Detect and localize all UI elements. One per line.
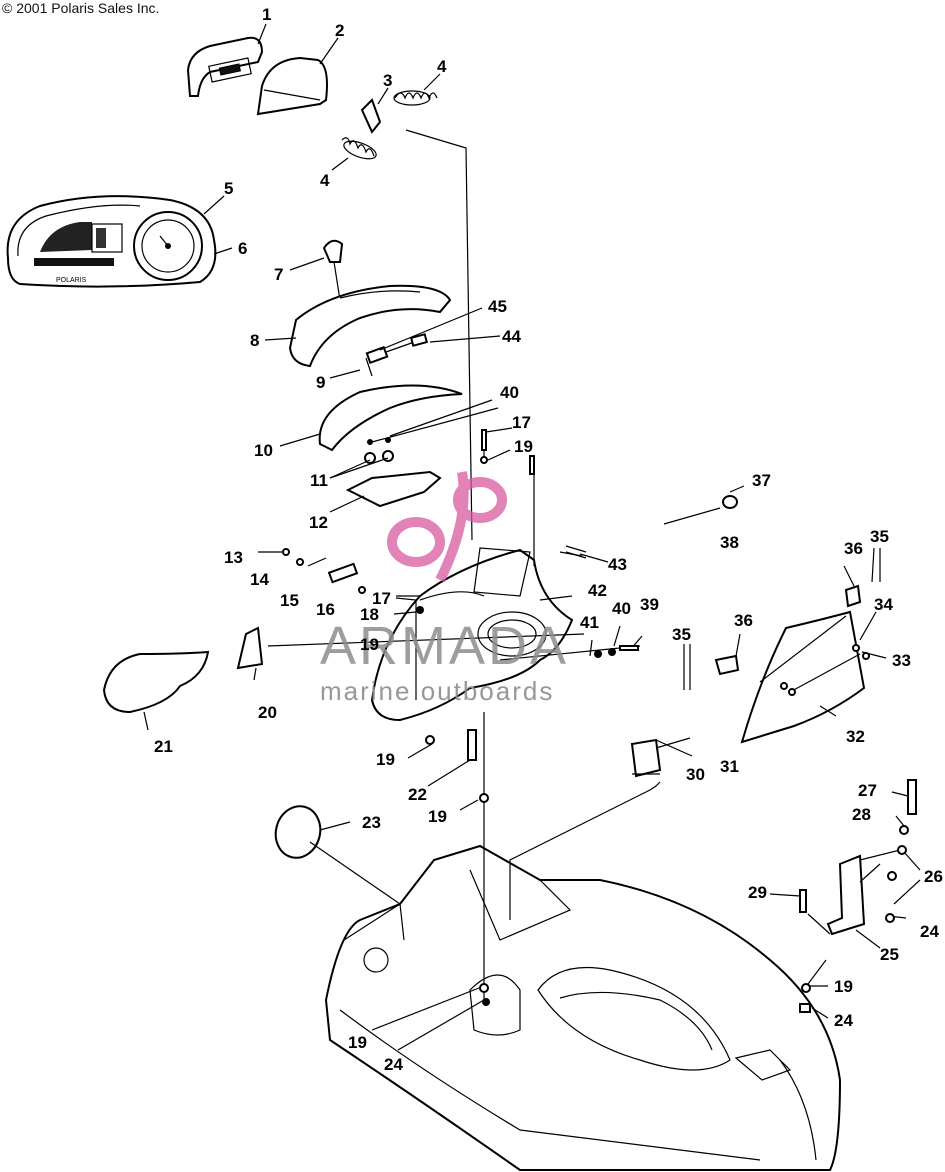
callout-19a: 19 — [514, 437, 533, 456]
callout-41: 41 — [580, 613, 599, 632]
callout-12: 12 — [309, 513, 328, 532]
callout-19e: 19 — [348, 1033, 367, 1052]
callout-4a: 4 — [437, 57, 447, 76]
callout-23: 23 — [362, 813, 381, 832]
part-16-washer — [358, 586, 366, 594]
callout-5: 5 — [224, 179, 233, 198]
watermark-brand: ARMADA — [320, 616, 569, 676]
callout-3: 3 — [383, 71, 392, 90]
part-29-bolt — [799, 889, 807, 913]
callout-21: 21 — [154, 737, 173, 756]
callout-17b: 17 — [372, 589, 391, 608]
callout-35a: 35 — [870, 527, 889, 546]
part-44-cable — [385, 333, 429, 353]
leader-lines — [143, 23, 921, 1051]
callout-1: 1 — [262, 5, 271, 24]
callout-19f: 19 — [834, 977, 853, 996]
callout-10: 10 — [254, 441, 273, 460]
callout-24b: 24 — [920, 922, 939, 941]
callout-2: 2 — [335, 21, 344, 40]
callout-36a: 36 — [844, 539, 863, 558]
callout-45: 45 — [488, 297, 507, 316]
callout-7: 7 — [274, 265, 283, 284]
callout-29: 29 — [748, 883, 767, 902]
part-5-gauge-cluster: POLARIS — [6, 195, 217, 288]
part-12-gasket — [345, 470, 442, 508]
callout-40b: 40 — [612, 599, 631, 618]
callout-38: 38 — [720, 533, 739, 552]
callout-24c: 24 — [834, 1011, 853, 1030]
part-8-upper-cover — [288, 284, 452, 368]
callout-20: 20 — [258, 703, 277, 722]
callout-14: 14 — [250, 570, 269, 589]
callout-32: 32 — [846, 727, 865, 746]
callout-13: 13 — [224, 548, 243, 567]
callout-26: 26 — [924, 867, 943, 886]
callout-42: 42 — [588, 581, 607, 600]
callout-34: 34 — [874, 595, 893, 614]
watermark-tagline: marine outboards — [320, 676, 554, 706]
callout-16: 16 — [316, 600, 335, 619]
part-36-bracket-lower — [714, 654, 740, 676]
part-10-lower-panel — [318, 384, 463, 452]
part-32-side-panel — [740, 610, 866, 744]
callout-24a: 24 — [384, 1055, 403, 1074]
callout-25: 25 — [880, 945, 899, 964]
callout-37: 37 — [752, 471, 771, 490]
callout-15: 15 — [280, 591, 299, 610]
part-36-bracket-upper — [844, 584, 862, 608]
callout-19b: 19 — [360, 635, 379, 654]
part-4-spring-upper — [393, 90, 438, 106]
callout-19c: 19 — [376, 750, 395, 769]
part-23-seal — [274, 805, 322, 859]
callout-35b: 35 — [672, 625, 691, 644]
callout-11: 11 — [310, 471, 328, 490]
part-27-pin — [907, 779, 917, 815]
part-1-handle-bezel — [186, 36, 264, 97]
part-42-console-housing — [370, 547, 574, 722]
part-11-nuts — [364, 437, 394, 464]
part-3-clip — [360, 98, 382, 134]
callout-31: 31 — [720, 757, 739, 776]
callout-30: 30 — [686, 765, 705, 784]
part-13-screw — [258, 548, 290, 556]
hardware-markers — [416, 429, 909, 1013]
part-20-mirror-mount — [236, 626, 264, 670]
callout-22: 22 — [408, 785, 427, 804]
callout-39: 39 — [640, 595, 659, 614]
part-25-hold-down — [826, 854, 866, 936]
callout-36b: 36 — [734, 611, 753, 630]
part-38-cap — [722, 495, 738, 509]
part-15-bracket — [327, 562, 359, 584]
part-9-fastener — [365, 345, 389, 377]
part-7-choke-knob — [322, 239, 344, 301]
callout-19d: 19 — [428, 807, 447, 826]
callout-9: 9 — [316, 373, 325, 392]
part-14-washer — [296, 557, 327, 567]
callout-17a: 17 — [512, 413, 531, 432]
callout-27: 27 — [858, 781, 877, 800]
callout-44: 44 — [502, 327, 521, 346]
callout-6: 6 — [238, 239, 247, 258]
callout-33: 33 — [892, 651, 911, 670]
callout-43: 43 — [608, 555, 627, 574]
part-2-lens-frame — [256, 56, 328, 116]
part-22-post — [467, 729, 477, 761]
copyright-notice: © 2001 Polaris Sales Inc. — [2, 0, 160, 16]
callout-8: 8 — [250, 331, 259, 350]
callout-28: 28 — [852, 805, 871, 824]
watermark-logo-icon — [387, 471, 507, 583]
callout-40a: 40 — [500, 383, 519, 402]
part-30-switch — [630, 737, 691, 778]
part-4-spring-lower — [341, 137, 377, 160]
callout-labels: 1 2 3 4 4 5 6 7 8 9 10 11 12 13 14 15 16… — [154, 5, 943, 1074]
callout-4b: 4 — [320, 171, 330, 190]
gauge-logo: POLARIS — [56, 277, 87, 284]
watermark: ARMADA marine outboards — [320, 471, 569, 706]
callout-18: 18 — [360, 605, 379, 624]
part-21-mirror — [102, 650, 210, 714]
